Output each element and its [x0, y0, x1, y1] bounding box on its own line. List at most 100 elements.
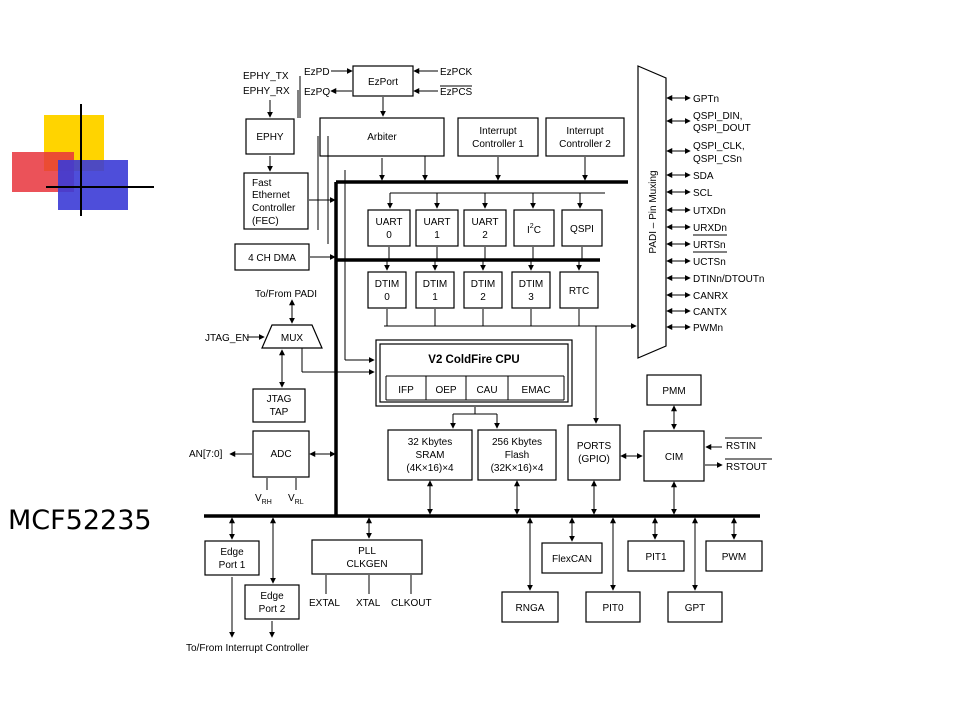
svg-text:(4K×16)×4: (4K×16)×4: [406, 463, 454, 474]
uart0-block: UART 0: [367, 209, 411, 247]
pit0-block: PIT0: [585, 591, 641, 623]
ephy-rx-label: EPHY_RX: [243, 86, 290, 97]
svg-text:DTIM: DTIM: [519, 279, 543, 290]
svg-text:Controller 1: Controller 1: [472, 139, 524, 150]
dma-block: 4 CH DMA: [234, 243, 310, 271]
cpu-unit-oep: OEP: [435, 385, 456, 396]
dtim2-block: DTIM 2: [463, 271, 503, 309]
svg-text:UCTSn: UCTSn: [693, 257, 726, 268]
svg-text:PORTS: PORTS: [577, 441, 612, 452]
to-from-interrupt-label: To/From Interrupt Controller: [186, 643, 309, 654]
svg-text:256 Kbytes: 256 Kbytes: [492, 437, 542, 448]
cpu-unit-emac: EMAC: [522, 385, 551, 396]
svg-text:2: 2: [482, 230, 488, 241]
interrupt-controller-2-block: Interrupt Controller 2: [545, 117, 625, 157]
svg-text:0: 0: [384, 292, 390, 303]
svg-text:(32K×16)×4: (32K×16)×4: [491, 463, 544, 474]
svg-text:JTAG: JTAG: [267, 394, 292, 405]
ezpq-label: EzPQ: [304, 87, 330, 98]
cim-block: CIM: [643, 430, 705, 482]
svg-text:ADC: ADC: [270, 449, 291, 460]
svg-text:UART: UART: [375, 217, 402, 228]
svg-text:Arbiter: Arbiter: [367, 132, 397, 143]
svg-text:PIT0: PIT0: [602, 603, 624, 614]
svg-text:Interrupt: Interrupt: [479, 126, 516, 137]
svg-text:PIT1: PIT1: [645, 552, 667, 563]
ezpck-label: EzPCK: [440, 67, 473, 78]
svg-text:(GPIO): (GPIO): [578, 454, 610, 465]
svg-text:DTINn/DTOUTn: DTINn/DTOUTn: [693, 274, 765, 285]
ephy-tx-label: EPHY_TX: [243, 71, 289, 82]
svg-text:TAP: TAP: [270, 407, 289, 418]
svg-text:1: 1: [432, 292, 438, 303]
to-from-padi-label: To/From PADI: [255, 289, 317, 300]
logo-blue-square: [58, 160, 128, 210]
edge-port-2-block: Edge Port 2: [244, 584, 300, 620]
adc-block: ADC: [252, 430, 310, 478]
svg-text:SCL: SCL: [693, 188, 713, 199]
svg-text:EPHY: EPHY: [256, 132, 284, 143]
svg-text:0: 0: [386, 230, 392, 241]
svg-text:Edge: Edge: [220, 547, 244, 558]
jtag-tap-block: JTAG TAP: [252, 388, 306, 423]
svg-text:Interrupt: Interrupt: [566, 126, 603, 137]
dtim0-block: DTIM 0: [367, 271, 407, 309]
svg-text:RTC: RTC: [569, 286, 589, 297]
rtc-block: RTC: [559, 271, 599, 309]
svg-text:Port 2: Port 2: [259, 604, 286, 615]
svg-text:DTIM: DTIM: [423, 279, 447, 290]
vrh-label: VRH: [255, 493, 272, 506]
uart1-block: UART 1: [415, 209, 459, 247]
svg-text:EzPort: EzPort: [368, 77, 398, 88]
an-label: AN[7:0]: [189, 449, 223, 460]
svg-text:SRAM: SRAM: [416, 450, 445, 461]
svg-text:URTSn: URTSn: [693, 240, 726, 251]
svg-text:CANTX: CANTX: [693, 307, 727, 318]
svg-text:32 Kbytes: 32 Kbytes: [408, 437, 452, 448]
svg-text:Flash: Flash: [505, 450, 529, 461]
svg-text:UART: UART: [423, 217, 450, 228]
qspi-block: QSPI: [561, 209, 603, 247]
svg-text:4 CH DMA: 4 CH DMA: [248, 253, 296, 264]
svg-text:GPTn: GPTn: [693, 94, 719, 105]
svg-text:CANRX: CANRX: [693, 291, 728, 302]
svg-text:QSPI_CLK,: QSPI_CLK,: [693, 141, 745, 152]
clkout-label: CLKOUT: [391, 598, 432, 609]
edge-port-1-block: Edge Port 1: [204, 540, 260, 576]
interrupt-controller-1-block: Interrupt Controller 1: [457, 117, 539, 157]
coldfire-cpu-block: V2 ColdFire CPU IFP OEP CAU EMAC: [375, 339, 573, 407]
xtal-label: XTAL: [356, 598, 381, 609]
fec-block: Fast Ethernet Controller (FEC): [243, 172, 309, 230]
svg-text:2: 2: [480, 292, 486, 303]
svg-text:PADI – Pin Muxing: PADI – Pin Muxing: [648, 170, 659, 253]
gpt-block: GPT: [667, 591, 723, 623]
flash-block: 256 Kbytes Flash (32K×16)×4: [477, 429, 557, 481]
ezport-block: EzPort: [352, 65, 414, 97]
svg-text:I2C: I2C: [527, 223, 541, 236]
cpu-unit-cau: CAU: [476, 385, 497, 396]
rstout-label: RSTOUT: [726, 462, 767, 473]
pll-clkgen-block: PLL CLKGEN: [311, 539, 423, 575]
dtim1-block: DTIM 1: [415, 271, 455, 309]
svg-text:RNGA: RNGA: [516, 603, 545, 614]
ezpd-label: EzPD: [304, 67, 330, 78]
svg-text:(FEC): (FEC): [252, 216, 279, 227]
svg-text:Port 1: Port 1: [219, 560, 246, 571]
svg-text:DTIM: DTIM: [471, 279, 495, 290]
rnga-block: RNGA: [501, 591, 559, 623]
svg-text:V2 ColdFire CPU: V2 ColdFire CPU: [428, 354, 519, 366]
vrl-label: VRL: [288, 493, 304, 506]
svg-text:PMM: PMM: [662, 386, 685, 397]
svg-text:UART: UART: [471, 217, 498, 228]
svg-text:Ethernet: Ethernet: [252, 190, 290, 201]
jtag-en-label: JTAG_EN: [205, 333, 249, 344]
svg-text:UTXDn: UTXDn: [693, 206, 726, 217]
padi-pin-mux-block: PADI – Pin Muxing: [637, 65, 667, 359]
svg-text:Fast: Fast: [252, 178, 272, 189]
svg-text:FlexCAN: FlexCAN: [552, 554, 592, 565]
svg-text:QSPI_CSn: QSPI_CSn: [693, 154, 742, 165]
svg-text:QSPI_DIN,: QSPI_DIN,: [693, 111, 742, 122]
flexcan-block: FlexCAN: [541, 542, 603, 574]
uart2-block: UART 2: [463, 209, 507, 247]
svg-text:QSPI: QSPI: [570, 224, 594, 235]
